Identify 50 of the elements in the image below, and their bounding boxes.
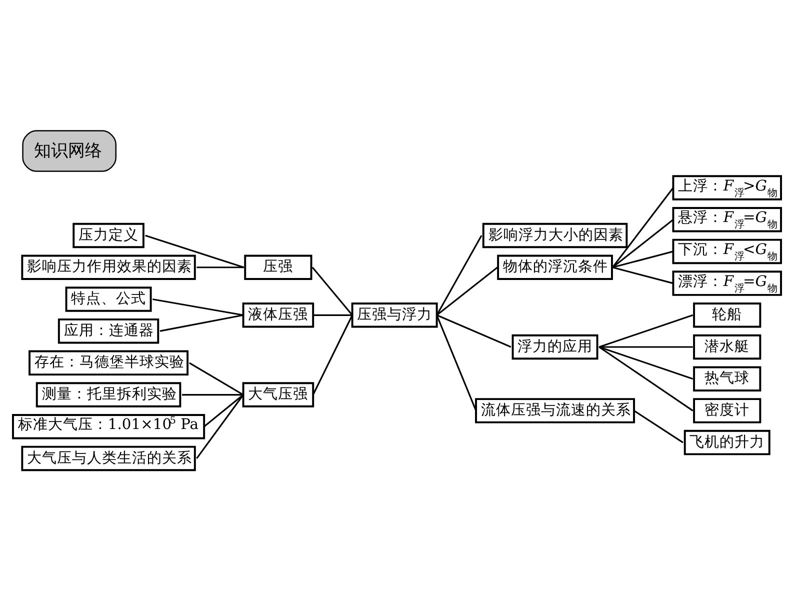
connector (436, 314, 477, 411)
node-box: 漂浮：F$_{浮}$=G$_{物}$ (672, 270, 782, 296)
connector (182, 394, 244, 396)
node-box: 下沉：F$_{浮}$<G$_{物}$ (672, 238, 782, 264)
diagram-title: 知识网络 (34, 141, 102, 162)
node-box: 轮船 (693, 302, 762, 328)
node-box: 上浮：F$_{浮}$>G$_{物}$ (672, 175, 782, 200)
node-box: 影响浮力大小的因素 (482, 222, 628, 248)
connector (204, 394, 244, 428)
connector (196, 266, 244, 268)
node-box: 悬浮：F$_{浮}$=G$_{物}$ (672, 207, 782, 232)
connector (312, 266, 353, 316)
connector (188, 362, 244, 396)
connector (598, 346, 694, 412)
node-box: 应用：连通器 (58, 318, 160, 344)
connector (612, 266, 674, 284)
node-box: 压强 (244, 254, 312, 280)
node-box: 影响压力作用效果的因素 (21, 254, 196, 280)
connector (634, 410, 684, 444)
node-box: 压强与浮力 (351, 302, 438, 328)
connector (160, 314, 244, 332)
connector (436, 266, 498, 316)
node-box: 测量：托里拆利实验 (36, 382, 182, 408)
node-box: 液体压强 (242, 302, 314, 328)
node-box: 标准大气压：1.01×10$^{5}$ Pa (12, 414, 206, 440)
node-box: 压力定义 (72, 222, 144, 248)
connector (313, 314, 352, 316)
node-box: 大气压强 (242, 382, 314, 408)
node-box: 特点、公式 (65, 286, 152, 312)
connector (599, 346, 693, 348)
connector (612, 250, 674, 268)
node-box: 流体压强与流速的关系 (475, 398, 635, 424)
connector (598, 314, 694, 348)
connector (598, 346, 694, 380)
connector (436, 314, 512, 348)
node-box: 物体的浮沉条件 (497, 254, 613, 280)
node-box: 存在：马德堡半球实验 (28, 350, 189, 376)
connector (612, 187, 674, 268)
connector (145, 234, 244, 268)
connector (152, 298, 244, 316)
node-box: 潜水艇 (693, 334, 762, 360)
node-box: 飞机的升力 (684, 430, 770, 456)
connector (312, 314, 353, 396)
connector (196, 394, 244, 459)
connector (612, 218, 674, 268)
node-box: 密度计 (693, 398, 762, 424)
node-box: 热气球 (693, 366, 762, 392)
connector (436, 235, 482, 316)
node-box: 大气压与人类生活的关系 (21, 446, 196, 472)
node-box: 浮力的应用 (512, 334, 598, 360)
